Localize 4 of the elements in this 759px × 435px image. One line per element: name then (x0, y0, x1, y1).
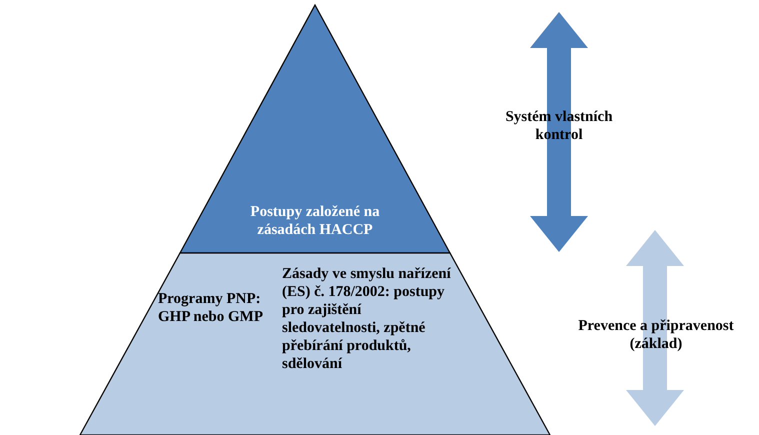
section-label: Postupy založené na zásadách HACCP (249, 203, 381, 239)
section-label: Programy PNP: GHP nebo GMP (158, 290, 264, 326)
section-text: Zásady ve smyslu nařízení (ES) č. 178/2002: postupy pro zajištění sledovatelnosti, zpětné přebírání produktů, sdělování (282, 265, 452, 373)
arrow-label: Prevence a připravenost (základ) (577, 317, 735, 353)
